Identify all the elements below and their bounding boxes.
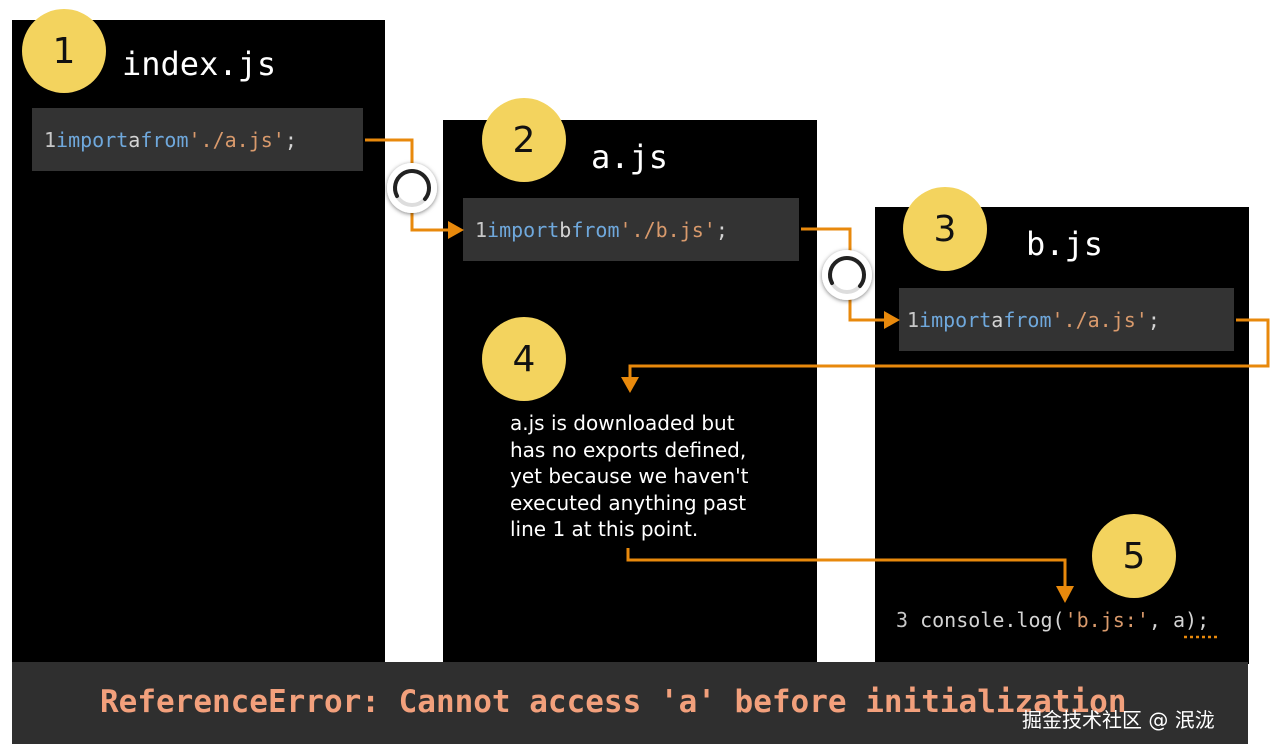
call-end: ); (1185, 608, 1210, 632)
log-string: 'b.js:' (1064, 608, 1149, 632)
arrow-note-to-step-5 (626, 548, 1067, 586)
arrowhead-icon (448, 221, 464, 239)
watermark: 掘金技术社区 @ 泯泷 (1022, 708, 1215, 732)
arrow-b-to-a-return (628, 318, 1270, 378)
step-1-badge: 1 (22, 9, 106, 93)
import-identifier: a (128, 127, 141, 152)
module-path: './a.js' (1051, 307, 1148, 332)
from-keyword: from (1003, 307, 1052, 332)
b-js-title: b.js (1026, 225, 1104, 263)
line-number: 1 (44, 127, 57, 152)
loading-spinner-icon (387, 163, 437, 213)
line-number: 1 (475, 217, 488, 242)
import-keyword: import (919, 307, 992, 332)
module-path: './a.js' (188, 127, 285, 152)
arrowhead-icon (1056, 586, 1074, 603)
error-bar (12, 662, 1248, 744)
from-keyword: from (571, 217, 620, 242)
log-argument: a (1172, 608, 1186, 632)
step-4-badge: 4 (482, 317, 566, 401)
module-path: './b.js' (619, 217, 716, 242)
loading-spinner-icon (822, 250, 872, 300)
step-3-badge: 3 (903, 187, 987, 271)
console-log-call: console.log( (920, 608, 1065, 632)
line-number: 3 (896, 608, 909, 632)
arg-separator: , (1148, 608, 1173, 632)
import-identifier: b (559, 217, 572, 242)
arrowhead-icon (621, 377, 639, 393)
b-js-code-line: 1 import a from './a.js'; (899, 288, 1234, 351)
note-line: executed anything past (510, 490, 747, 515)
import-keyword: import (487, 217, 560, 242)
from-keyword: from (140, 127, 189, 152)
import-identifier: a (991, 307, 1004, 332)
line-number: 1 (907, 307, 920, 332)
a-js-title: a.js (591, 138, 669, 176)
index-js-title: index.js (122, 45, 277, 83)
index-js-code-line: 1 import a from './a.js'; (32, 108, 363, 171)
semicolon: ; (1147, 307, 1160, 332)
a-js-code-line: 1 import b from './b.js'; (463, 198, 799, 261)
note-line: a.js is downloaded but (510, 411, 735, 435)
reference-error-message: ReferenceError: Cannot access 'a' before… (100, 684, 1127, 720)
note-line: yet because we haven't (510, 464, 749, 488)
step-2-badge: 2 (482, 98, 566, 182)
semicolon: ; (284, 127, 297, 152)
import-keyword: import (56, 127, 129, 152)
b-js-console-log-line: 3 console.log('b.js:', a); (896, 608, 1209, 632)
step-5-badge: 5 (1092, 514, 1176, 598)
arrowhead-icon (884, 311, 900, 329)
semicolon: ; (715, 217, 728, 242)
note-line: has no exports defined, (510, 437, 747, 462)
note-line: line 1 at this point. (510, 517, 699, 541)
explanation-note: a.js is downloaded but has no exports de… (510, 410, 800, 543)
